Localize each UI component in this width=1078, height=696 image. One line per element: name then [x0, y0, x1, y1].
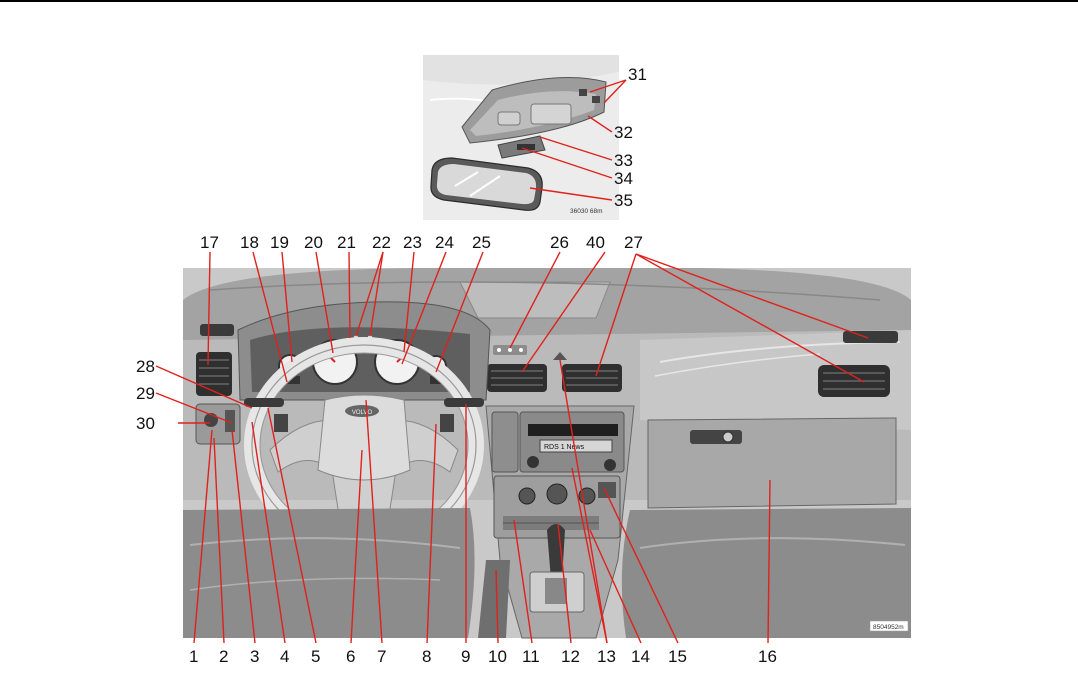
callout-5: 5: [311, 647, 320, 666]
callout-30: 30: [136, 414, 155, 433]
callout-13: 13: [597, 647, 616, 666]
callout-33: 33: [614, 151, 633, 170]
callout-31: 31: [628, 65, 647, 84]
callout-23: 23: [403, 233, 422, 252]
callout-15: 15: [668, 647, 687, 666]
callout-11: 11: [522, 647, 540, 666]
callout-26: 26: [550, 233, 569, 252]
callout-27: 27: [624, 233, 643, 252]
callout-2: 2: [219, 647, 228, 666]
callout-25: 25: [472, 233, 491, 252]
callout-18: 18: [240, 233, 259, 252]
climate-knob-left: [518, 487, 536, 505]
hazard-button: [553, 352, 567, 360]
climate-knob-center: [546, 483, 568, 505]
callout-4: 4: [280, 647, 289, 666]
glovebox-handle: [690, 430, 742, 444]
storage-compartment: [491, 411, 519, 473]
volvo-badge: [345, 405, 379, 417]
passenger-seat: [621, 508, 911, 638]
driver-seat: [183, 508, 475, 638]
radio-display-text: RDS 1 News: [544, 444, 585, 451]
left-stalk: [244, 398, 284, 407]
reading-light-button: [579, 89, 587, 96]
airbag-hub: [317, 394, 411, 481]
top-rule: [0, 0, 1078, 2]
callout-22: 22: [372, 233, 391, 252]
parking-brake: [478, 560, 510, 638]
callout-40: 40: [586, 233, 605, 252]
side-window-vent: [843, 331, 898, 343]
radio-display: [539, 439, 613, 453]
callout-20: 20: [304, 233, 323, 252]
callout-12: 12: [561, 647, 580, 666]
callout-16: 16: [758, 647, 777, 666]
inset-figure: 36030 68m: [423, 55, 619, 220]
callout-21: 21: [337, 233, 356, 252]
callout-7: 7: [377, 647, 386, 666]
callout-3: 3: [250, 647, 259, 666]
inset-code: 36030 68m: [570, 208, 603, 215]
callout-29: 29: [136, 384, 155, 403]
callout-24: 24: [435, 233, 454, 252]
air-vents: [196, 324, 898, 397]
dashboard-figure: VOLVO RDS 1 News: [183, 268, 911, 639]
gear-lever: [547, 524, 565, 580]
volvo-badge-text: VOLVO: [352, 410, 373, 416]
callout-labels: 31 32 33 34 35 17 18 19 20 21 22 23 24 2…: [136, 65, 777, 666]
callout-35: 35: [614, 191, 633, 210]
callout-14: 14: [631, 647, 650, 666]
right-stalk: [444, 398, 484, 407]
main-code: 8504952m: [873, 624, 904, 631]
callout-1: 1: [189, 647, 198, 666]
callout-6: 6: [346, 647, 355, 666]
callout-10: 10: [488, 647, 507, 666]
callout-19: 19: [270, 233, 289, 252]
callout-28: 28: [136, 357, 155, 376]
callout-34: 34: [614, 169, 633, 188]
leader-lines: [155, 79, 869, 644]
glovebox: [647, 417, 897, 509]
callout-9: 9: [461, 647, 470, 666]
reading-light-button: [592, 96, 600, 103]
callout-32: 32: [614, 123, 633, 142]
callout-8: 8: [422, 647, 431, 666]
reading-light-panel: [530, 103, 572, 125]
left-vent: [196, 352, 232, 396]
callout-17: 17: [200, 233, 219, 252]
